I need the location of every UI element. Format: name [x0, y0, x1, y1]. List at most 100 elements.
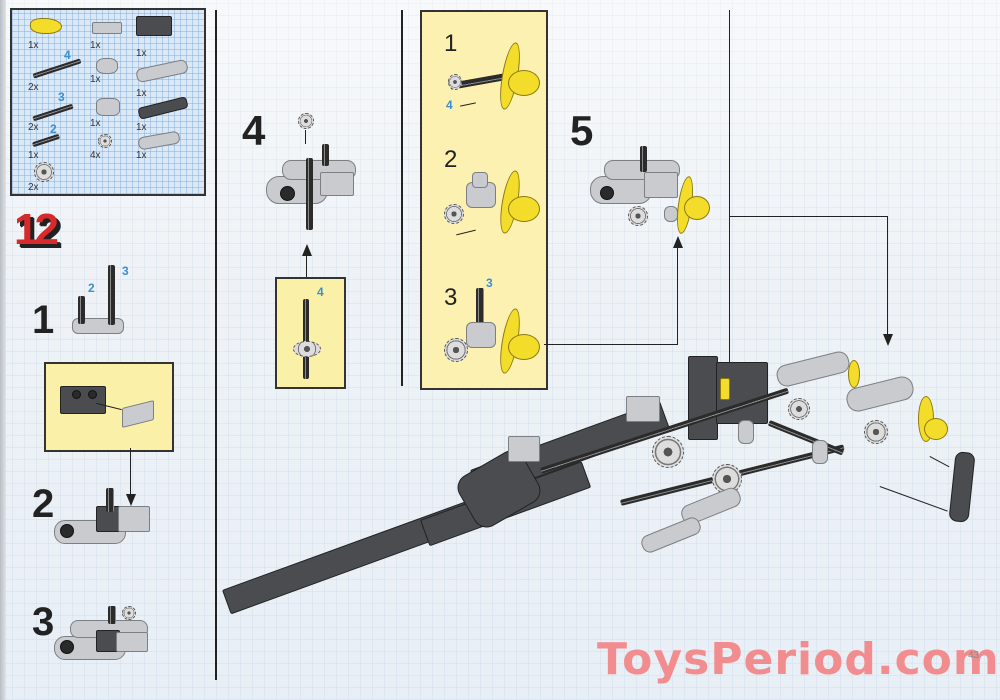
callout-to-step-5-line-h	[544, 344, 677, 345]
substep-2-bush-top	[472, 172, 488, 188]
step-4-number: 4	[242, 107, 266, 154]
substep-1-ref: 4	[446, 98, 453, 112]
step-1-axle-long	[108, 265, 115, 325]
substep-3-gear	[444, 338, 468, 362]
step-1-axle-ref: 3	[122, 264, 129, 278]
step-3-number: 3	[32, 600, 55, 644]
propeller-1	[848, 360, 860, 388]
part-qty: 1x	[90, 40, 101, 51]
step-5-to-assembly-line-v1	[729, 10, 730, 386]
step-2-grooved-plate	[118, 506, 150, 532]
bevel-gear-part-icon	[34, 162, 54, 182]
gear-1	[652, 436, 684, 468]
substep-3-ref: 3	[486, 276, 493, 290]
main-step-number: 12	[14, 205, 59, 254]
column-divider-2	[401, 10, 403, 386]
arrow-up-icon	[673, 236, 683, 248]
slope-brick-right	[626, 396, 660, 422]
liftarm-1x6-part-icon	[135, 58, 189, 84]
axle-length-ref: 3	[58, 90, 65, 104]
grooved-plate-part	[122, 400, 154, 428]
column-divider-1	[215, 10, 217, 680]
step-3-bush	[122, 606, 136, 620]
vertical-beam	[688, 356, 718, 440]
step-4-axle	[306, 158, 313, 230]
substep-1-number: 1	[444, 30, 458, 57]
liftarm-1x4-part-icon	[137, 130, 181, 151]
substep-2-number: 2	[444, 146, 458, 173]
page-number: 43	[968, 650, 980, 661]
part-qty: 1x	[136, 122, 147, 133]
part-qty: 1x	[28, 150, 39, 161]
arrow-up-icon	[302, 244, 312, 256]
step-4-connect-line	[306, 250, 307, 278]
substep-1-gear	[448, 74, 462, 90]
substep-3-propeller-blade	[508, 334, 540, 360]
step-4-axle-2	[322, 144, 329, 166]
propeller-2-blade	[924, 418, 948, 440]
substep-1-arrow	[460, 102, 476, 107]
part-qty: 1x	[136, 150, 147, 161]
axle-joiner-part-icon	[96, 58, 118, 74]
axle-part-icon	[32, 58, 82, 79]
propeller-assembly-callout: 1 4 2 3 3	[420, 10, 548, 390]
step-3-pin-hole	[60, 640, 74, 654]
step-2-axle	[106, 488, 114, 512]
step-5-grooved-plate	[644, 172, 678, 198]
axle-length-ref: 2	[50, 122, 57, 136]
pin-connector-part-icon	[96, 98, 120, 116]
step-4-grooved-plate	[320, 172, 354, 196]
substep-3-joiner	[466, 322, 496, 348]
axle-part-icon	[32, 103, 74, 122]
bush-part-icon	[98, 134, 112, 148]
substep-2-gear	[444, 204, 464, 224]
technic-brick-part-icon	[136, 16, 172, 36]
step-4-axle-ref: 4	[317, 285, 324, 299]
step-2-callout	[44, 362, 174, 452]
brick-hole	[88, 390, 97, 399]
part-qty: 2x	[28, 182, 39, 193]
part-qty: 1x	[90, 74, 101, 85]
arrow-down-icon	[883, 334, 893, 346]
part-qty: 1x	[136, 88, 147, 99]
parts-list-box: 1x 1x 1x 4 2x 1x 1x 3 2x 1x 1x 2 1x 4x 1…	[10, 8, 206, 196]
step-2-number: 2	[32, 482, 55, 526]
substep-3-axle	[476, 288, 484, 328]
propeller-3	[720, 378, 730, 400]
watermark: ToysPeriod.com	[597, 634, 1000, 685]
brick-hole	[72, 390, 81, 399]
step-5-to-assembly-line-v2	[887, 216, 888, 334]
step-3-grooved-plate	[116, 632, 148, 652]
grooved-plate-part-icon	[92, 22, 122, 34]
callout-to-step-5-line-v	[677, 248, 678, 345]
bent-liftarm-part-icon	[137, 96, 189, 120]
step-1-axle-short	[78, 296, 85, 324]
slope-brick-left	[508, 436, 540, 462]
step-1-axle-ref: 2	[88, 281, 95, 295]
step-4-callout: 4	[275, 277, 346, 389]
step-3-axle	[108, 606, 116, 624]
step-5-to-assembly-line-h	[729, 216, 887, 217]
gear-4	[864, 420, 888, 444]
substep-3-number: 3	[444, 284, 458, 311]
step-4-callout-axle	[303, 299, 309, 379]
step-2-pin-hole	[60, 524, 74, 538]
bush-insert-arrow	[305, 130, 306, 144]
arrow-down-icon	[126, 494, 136, 506]
technic-brick-part	[60, 386, 106, 414]
joiner-1	[812, 440, 828, 464]
axle-length-ref: 4	[64, 48, 71, 62]
part-qty: 1x	[28, 40, 39, 51]
binding-spine	[0, 0, 6, 700]
step-4-liftarm	[266, 176, 328, 204]
step-4-bush	[298, 113, 314, 129]
step-4-pin-hole	[280, 186, 295, 201]
step-5-axle	[640, 146, 647, 172]
axle-part-icon	[31, 133, 61, 148]
substep-2-arrow	[456, 229, 476, 236]
part-qty: 4x	[90, 150, 101, 161]
substep-2-propeller-blade	[508, 196, 540, 222]
substep-1-propeller-blade	[508, 70, 540, 96]
part-qty: 2x	[28, 122, 39, 133]
gear-3	[788, 398, 810, 420]
